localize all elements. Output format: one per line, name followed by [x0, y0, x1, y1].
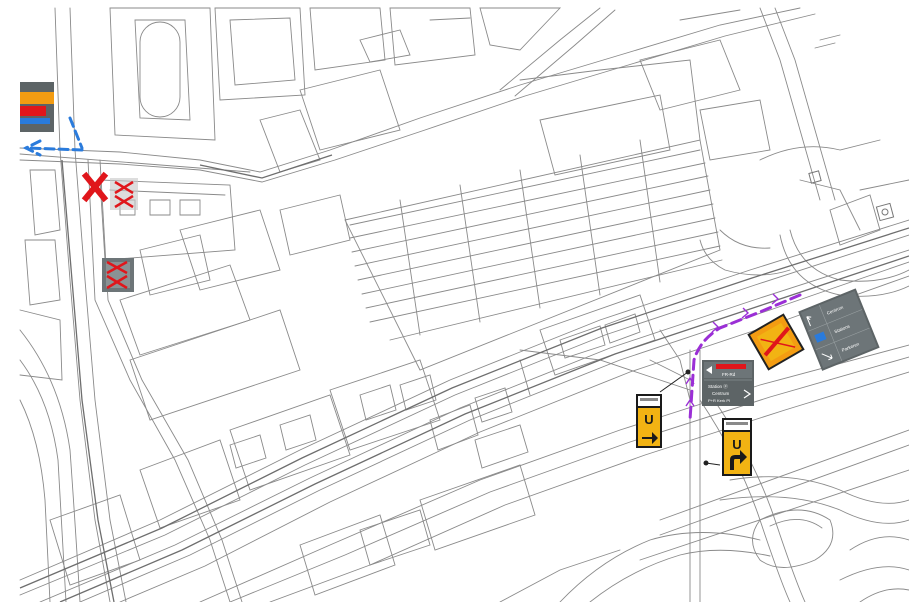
route-sign-line1: FR-Rd — [722, 372, 736, 377]
route-sign-line3: Centrum — [712, 391, 730, 396]
route-sign-line2: Station ⓟ — [708, 383, 728, 390]
closure-x-marker-pair-top — [110, 178, 138, 210]
direction-board[interactable]: Centrum Stations Parkeren — [798, 288, 880, 371]
direction-board-line3: Parkeren — [841, 341, 860, 353]
bike-route-sign-straight[interactable]: U — [636, 394, 662, 448]
warning-diamond-sign[interactable] — [747, 313, 805, 371]
turn-right-arrow-icon — [730, 450, 747, 470]
direction-board-line1: Centrum — [826, 305, 844, 316]
route-sign[interactable]: FR-Rd Station ⓟ Centrum P+R Kerk Pl — [702, 360, 754, 406]
right-arrow-icon — [642, 432, 658, 444]
left-arrow-icon — [706, 366, 712, 374]
parking-icon — [814, 331, 827, 343]
closure-sign-lower — [102, 258, 134, 292]
up-left-arrow-icon — [806, 316, 812, 327]
bike-sign-letter-right: U — [732, 437, 741, 452]
route-sign-line4: P+R Kerk Pl — [708, 398, 730, 403]
bike-sign-letter-straight: U — [644, 412, 653, 427]
closure-x-marker-large — [81, 171, 109, 203]
down-right-arrow-icon — [821, 353, 833, 361]
right-arrow-icon — [743, 389, 752, 399]
blue-detour-arrow — [22, 116, 84, 157]
purple-detour-route — [688, 293, 802, 422]
bike-route-sign-right[interactable]: U — [722, 418, 752, 476]
direction-board-line2: Stations — [834, 323, 852, 334]
clipped-info-sign[interactable] — [20, 82, 54, 132]
